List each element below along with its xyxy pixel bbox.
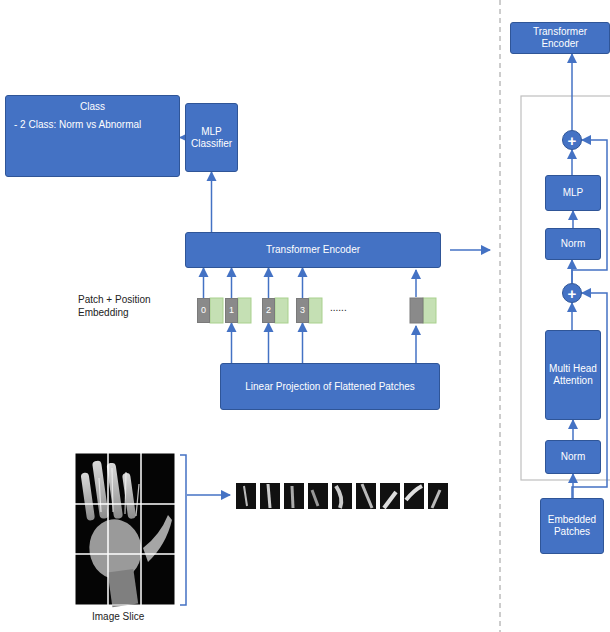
add-circle: + (562, 283, 582, 303)
patch-arrow (187, 494, 230, 496)
node-text: Embedded Patches (544, 514, 600, 538)
add-circle: + (562, 130, 582, 150)
connector (571, 150, 573, 175)
connector (203, 268, 205, 298)
bracket (180, 455, 186, 605)
node-text: 2 (266, 305, 271, 316)
connector (211, 172, 213, 232)
separator-line (500, 0, 501, 632)
encoder-bar: Transformer Encoder (185, 232, 441, 268)
node-text: + (568, 286, 577, 301)
projection-box: Linear Projection of Flattened Patches (220, 363, 440, 410)
position-embeddings (210, 298, 436, 323)
connector (268, 268, 270, 298)
connector (572, 420, 574, 440)
classifier-box: MLP Classifier (185, 103, 238, 172)
token-box: 3 (296, 298, 309, 323)
node-text: 0 (201, 305, 206, 316)
node-text: Linear Projection of Flattened Patches (245, 381, 415, 393)
connector (572, 140, 607, 283)
embedded-patches-box: Embedded Patches (540, 498, 604, 554)
connector (571, 303, 573, 330)
connector (302, 323, 304, 363)
mlp-box: MLP (545, 175, 601, 211)
token-box: 1 (225, 298, 238, 323)
class-box: Class - 2 Class: Norm vs Abnormal (5, 95, 180, 177)
node-text: Transformer Encoder (266, 244, 360, 256)
node-text: + (568, 133, 577, 148)
node-text: Norm (561, 238, 585, 250)
connector (231, 268, 233, 298)
token-arrow (415, 326, 417, 363)
embedding-label: Patch + Position Embedding (78, 294, 173, 319)
node-text: 1 (229, 305, 234, 316)
norm-box: Norm (545, 440, 601, 474)
token-box: 0 (197, 298, 210, 323)
node-text: 3 (300, 305, 305, 316)
ellipsis: ...... (330, 302, 370, 315)
encoder-panel (521, 96, 610, 480)
attention-box: Multi Head Attention (545, 330, 601, 420)
connector (268, 323, 270, 363)
image-caption: Image Slice (92, 611, 172, 624)
expand-arrow (450, 249, 490, 251)
token-box: 2 (262, 298, 275, 323)
patch-strip (236, 483, 448, 509)
node-text: MLP Classifier (189, 126, 234, 150)
connector (302, 268, 304, 298)
connector (572, 211, 574, 228)
blank-token (410, 298, 423, 323)
node-text: Transformer Encoder (514, 26, 606, 50)
node-text: Class (12, 101, 173, 113)
norm-box: Norm (545, 228, 601, 260)
node-text: Norm (561, 451, 585, 463)
token-arrow (415, 270, 417, 297)
node-text: Multi Head Attention (549, 363, 597, 387)
connector (231, 323, 233, 363)
xray-image (75, 453, 175, 609)
node-body: - 2 Class: Norm vs Abnormal (12, 119, 173, 131)
node-text: MLP (563, 187, 584, 199)
connector (571, 54, 573, 130)
encoder-box: Transformer Encoder (510, 22, 610, 54)
